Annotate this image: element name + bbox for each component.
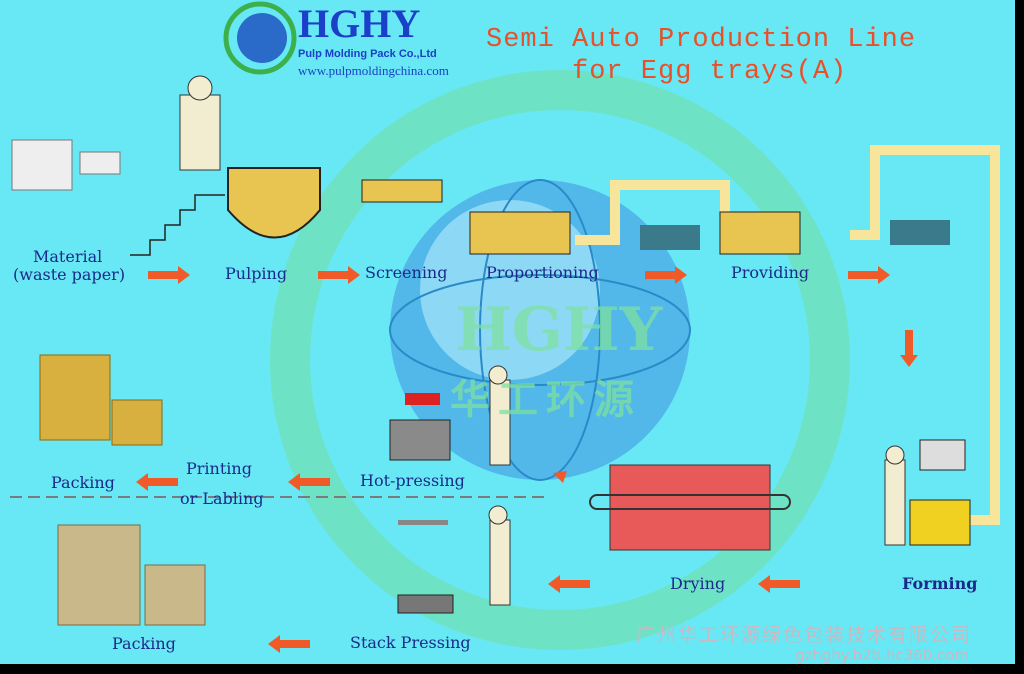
providing-tank: [719, 211, 801, 255]
pipe: [850, 145, 1000, 525]
step-hot-pressing: Hot-pressing: [360, 471, 465, 490]
company-name: Pulp Molding Pack Co.,Ltd: [298, 48, 437, 60]
footer-site: gzhghy.b2b.hc360.com: [795, 646, 969, 664]
diagram-graphics: [10, 1, 1000, 653]
step-material-sub: (waste paper): [13, 265, 126, 284]
brand-name: HGHY: [298, 1, 421, 46]
logo-globe: [237, 13, 287, 63]
waste-paper: [11, 139, 121, 191]
swirl-ring: [270, 70, 850, 650]
website-link: www.pulpmoldingchina.com: [298, 63, 449, 78]
step-stack-pressing: Stack Pressing: [350, 633, 471, 652]
forming-tank: [909, 499, 971, 546]
title-line-2: for Egg trays(A): [572, 57, 848, 87]
footer-company-cn: 广州华工环源绿色包装技术有限公司: [636, 624, 973, 646]
stack-press: [397, 594, 454, 614]
stairs: [130, 194, 225, 256]
proportioning-tank: [469, 211, 571, 255]
globe-watermark-cn: 华工环源: [450, 376, 642, 423]
step-proportioning: Proportioning: [486, 263, 599, 282]
step-forming: Forming: [902, 574, 978, 593]
dryer: [609, 464, 771, 551]
title-line-1: Semi Auto Production Line: [486, 25, 917, 55]
step-pulping: Pulping: [225, 264, 288, 283]
step-providing: Providing: [731, 263, 810, 282]
step-material: Material: [33, 247, 103, 266]
diagram-canvas: HGHY 华工环源 HGHY Pulp Molding Pack Co.,Ltd…: [0, 0, 1015, 664]
step-printing-sub: or Labling: [180, 489, 264, 508]
pipe: [575, 180, 730, 245]
step-printing: Printing: [186, 459, 252, 478]
pulping-tank: [227, 167, 321, 239]
logo-ring: [223, 1, 297, 75]
step-packing-top: Packing: [51, 473, 115, 492]
workers: [179, 75, 906, 606]
pump: [640, 225, 700, 250]
egg-tray-stacks: [57, 524, 206, 626]
screen: [361, 179, 443, 203]
step-drying: Drying: [670, 574, 726, 593]
globe-watermark-latin: HGHY: [455, 295, 663, 365]
pump: [890, 220, 950, 245]
egg-tray-products: [39, 354, 163, 446]
step-screening: Screening: [365, 263, 448, 282]
step-packing-bottom: Packing: [112, 634, 176, 653]
flow-arrows: [136, 266, 918, 653]
hot-press: [389, 419, 451, 461]
